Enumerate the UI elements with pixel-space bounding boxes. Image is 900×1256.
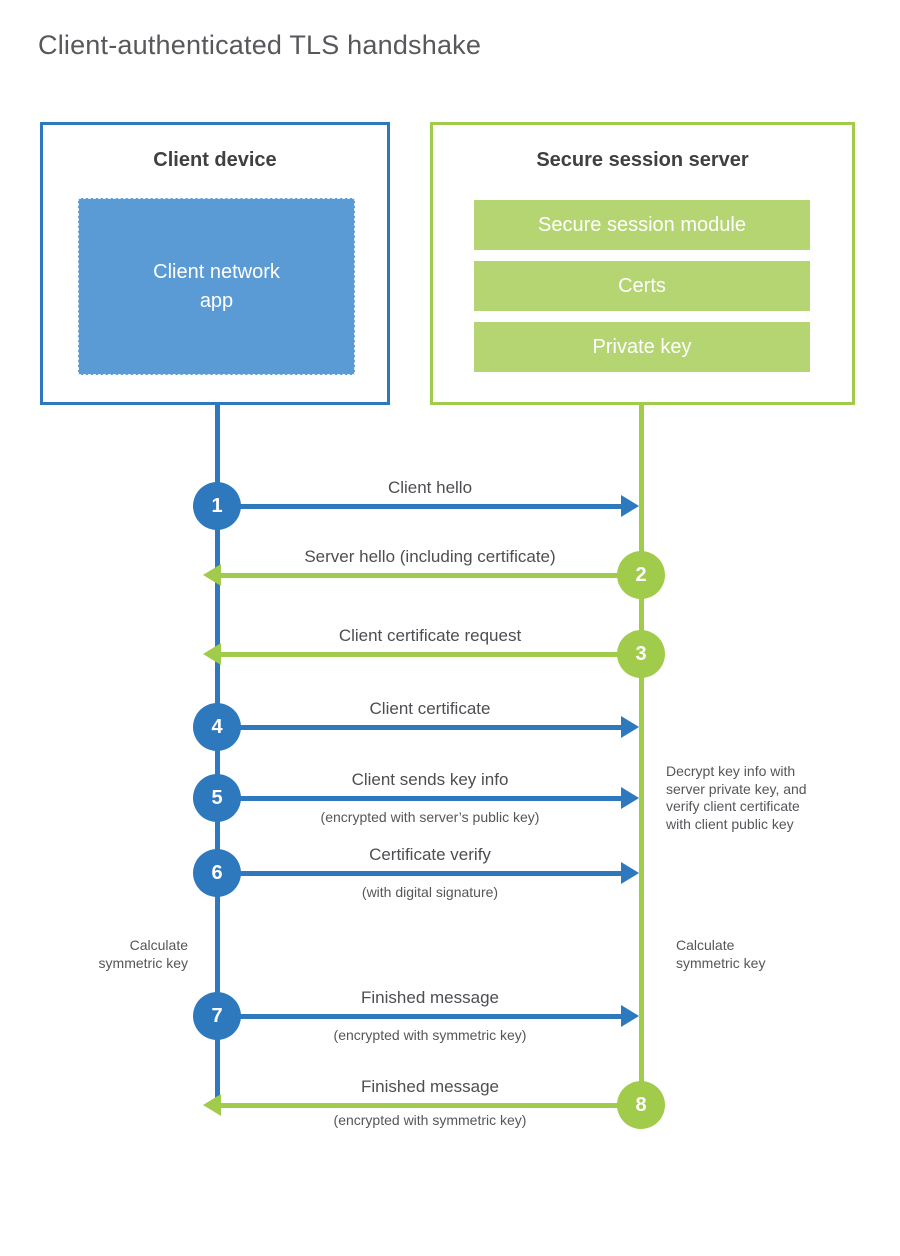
step-4-badge: 4 <box>193 703 241 751</box>
step-7-arrow <box>217 1014 621 1019</box>
server-private-key-bar: Private key <box>474 322 810 372</box>
server-calc-note: Calculate symmetric key <box>676 937 766 971</box>
step-5-arrowhead-icon <box>621 787 639 809</box>
step-1-arrowhead-icon <box>621 495 639 517</box>
server-module-bar: Secure session module <box>474 200 810 250</box>
client-lifeline <box>215 403 220 1107</box>
step-3-label: Client certificate request <box>338 626 522 645</box>
step-8-arrowhead-icon <box>203 1094 221 1116</box>
step-2-label: Server hello (including certificate) <box>304 547 556 566</box>
server-certs-bar: Certs <box>474 261 810 311</box>
step-7-badge: 7 <box>193 992 241 1040</box>
server-lifeline <box>639 403 644 1105</box>
step-7-sublabel: (encrypted with symmetric key) <box>333 1027 527 1043</box>
step-2-arrowhead-icon <box>203 564 221 586</box>
client-network-app-label: Client network app <box>153 260 280 312</box>
step-2-arrow <box>221 573 641 578</box>
step-5-arrow <box>217 796 621 801</box>
step-1-label: Client hello <box>387 478 473 497</box>
step-1-arrow <box>217 504 621 509</box>
client-calc-note: Calculate symmetric key <box>98 937 188 971</box>
step-6-label: Certificate verify <box>369 845 491 864</box>
step-6-badge: 6 <box>193 849 241 897</box>
server-title: Secure session server <box>536 149 749 171</box>
client-device-title: Client device <box>153 149 277 171</box>
step-1-badge: 1 <box>193 482 241 530</box>
step-4-arrowhead-icon <box>621 716 639 738</box>
step-5-badge: 5 <box>193 774 241 822</box>
client-network-app-box: Client network app <box>78 198 355 375</box>
step-8-sublabel: (encrypted with symmetric key) <box>333 1112 527 1128</box>
step-6-arrowhead-icon <box>621 862 639 884</box>
step-8-badge: 8 <box>617 1081 665 1129</box>
page-title: Client-authenticated TLS handshake <box>38 30 482 60</box>
step-8-label: Finished message <box>361 1077 499 1096</box>
step-6-sublabel: (with digital signature) <box>361 884 499 900</box>
step-5-sublabel: (encrypted with server’s public key) <box>320 809 540 825</box>
step-5-label: Client sends key info <box>351 770 509 789</box>
step-7-label: Finished message <box>361 988 499 1007</box>
step-3-arrowhead-icon <box>203 643 221 665</box>
step-8-arrow <box>221 1103 641 1108</box>
step-4-label: Client certificate <box>369 699 491 718</box>
step-6-arrow <box>217 871 621 876</box>
step-3-badge: 3 <box>617 630 665 678</box>
server-process-note: Decrypt key info with server private key… <box>666 763 807 832</box>
step-3-arrow <box>221 652 641 657</box>
step-2-badge: 2 <box>617 551 665 599</box>
step-7-arrowhead-icon <box>621 1005 639 1027</box>
step-4-arrow <box>217 725 621 730</box>
